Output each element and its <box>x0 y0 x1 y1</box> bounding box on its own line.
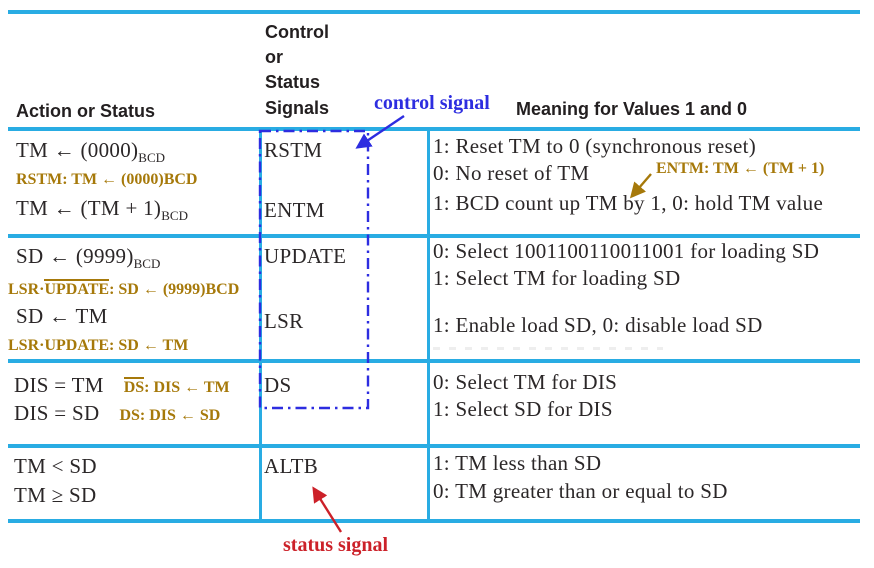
bcd-subscript: BCD <box>138 150 166 166</box>
signal-name-rstm: RSTM <box>264 138 323 162</box>
header-signals-line-3: Status <box>265 72 321 93</box>
overline-ds: DS <box>123 377 145 396</box>
meaning-line: 1: Enable load SD, 0: disable load SD <box>433 313 763 337</box>
action-expression: TM < SD <box>14 454 97 478</box>
overline-update: UPDATE <box>44 279 110 298</box>
meaning-annotation-entm: ENTM: TM ← (TM + 1) <box>656 160 825 177</box>
action-annotation: DS: DIS ← SD <box>119 407 221 424</box>
header-meaning: Meaning for Values 1 and 0 <box>516 99 748 119</box>
meaning-line: 1: TM less than SD <box>433 451 602 475</box>
meaning-line: 1: Reset TM to 0 (synchronous reset) <box>433 134 757 158</box>
header-signals-line-1: Control <box>265 22 329 42</box>
erased-text-remnant <box>433 347 663 350</box>
meaning-line: 1: Select TM for loading SD <box>433 266 681 290</box>
header-signals-line-2: or <box>265 47 283 68</box>
bcd-subscript: BCD <box>133 256 161 272</box>
signal-name-ds: DS <box>264 373 292 397</box>
header-separator <box>8 127 860 131</box>
action-annotation: LSR·UPDATE: SD ← TM <box>8 337 189 354</box>
bcd-subscript: BCD <box>161 208 188 224</box>
row2-separator <box>8 359 860 363</box>
control-signals-dashed-box <box>258 129 370 410</box>
meaning-line: 0: No reset of TM <box>433 161 590 185</box>
meaning-line: 0: TM greater than or equal to SD <box>433 479 728 503</box>
status-signal-arrow <box>312 486 343 533</box>
signal-name-update: UPDATE <box>264 244 347 268</box>
row3-separator <box>8 444 860 448</box>
signal-name-entm: ENTM <box>264 198 325 222</box>
action-expression: TM ≥ SD <box>14 483 97 507</box>
action-annotation: LSR·UPDATE: SD ← (9999)BCD <box>8 279 240 298</box>
signal-name-lsr: LSR <box>264 309 304 333</box>
control-signal-arrow <box>355 115 405 149</box>
column-separator-action-signals <box>259 127 262 521</box>
header-signals-line-4: Signals <box>265 97 330 118</box>
action-expression: SD ← TM <box>16 304 108 328</box>
header-control-or-status-signals: Control or Status Signals <box>265 20 329 121</box>
action-annotation: DS: DIS ← TM <box>123 377 230 396</box>
meaning-line: 0: Select TM for DIS <box>433 370 618 394</box>
column-separator-signals-meaning <box>427 127 430 521</box>
control-signal-label: control signal <box>374 92 490 114</box>
action-annotation: RSTM: TM ← (0000)BCD <box>16 171 198 188</box>
table-top-border <box>8 10 860 14</box>
action-expression: TM ← (0000)BCD <box>16 138 166 166</box>
action-expression: TM ← (TM + 1)BCD <box>16 196 188 224</box>
row1-separator <box>8 234 860 238</box>
meaning-line: 1: Select SD for DIS <box>433 397 613 421</box>
meaning-line: 0: Select 1001100110011001 for loading S… <box>433 239 820 263</box>
header-action-or-status: Action or Status <box>16 101 156 121</box>
table-bottom-border <box>8 519 860 523</box>
meaning-line: 1: BCD count up TM by 1, 0: hold TM valu… <box>433 191 824 215</box>
signal-name-altb: ALTB <box>264 454 319 478</box>
status-signal-label: status signal <box>283 534 389 556</box>
action-expression: SD ← (9999)BCD <box>16 244 161 272</box>
